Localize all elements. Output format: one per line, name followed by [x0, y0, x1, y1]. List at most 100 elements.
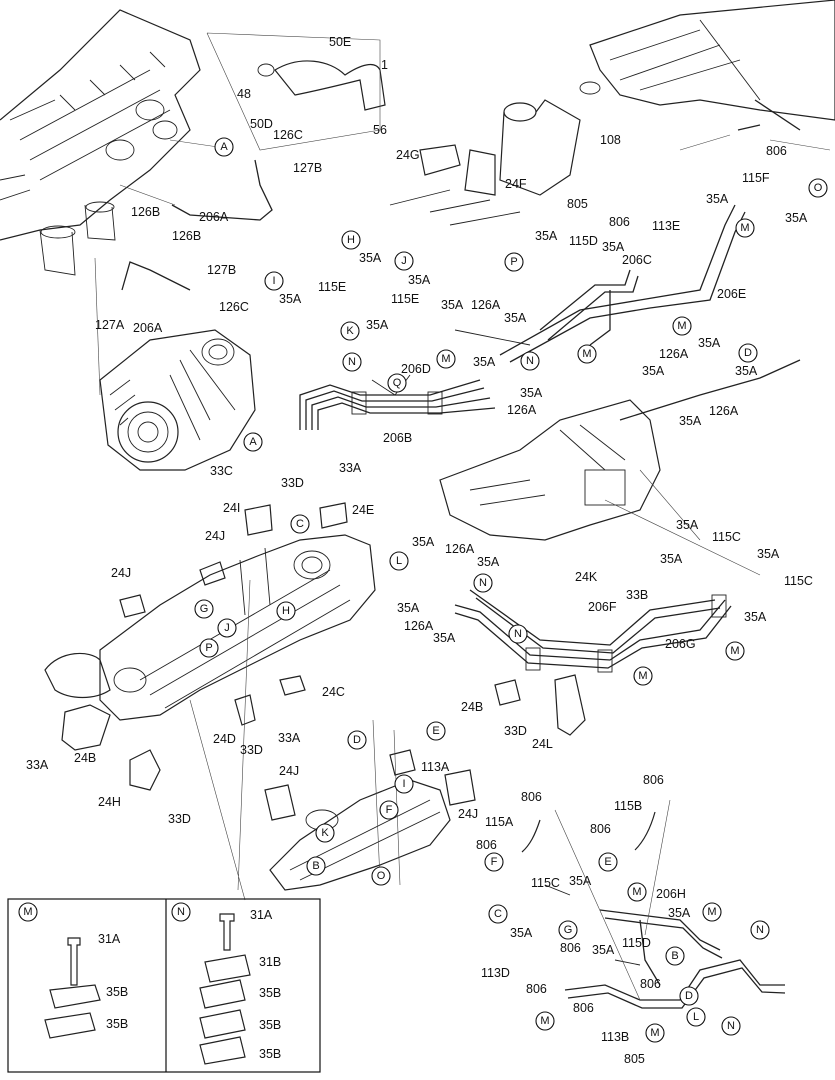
part-label-126b: 126C	[219, 300, 249, 314]
callout-f-label: F	[386, 804, 393, 816]
inset-m-tag-label: M	[23, 906, 32, 918]
callout-n-label: N	[727, 1020, 735, 1032]
part-label-127b: 206A	[199, 210, 229, 224]
part-label-31b: 31B	[259, 955, 281, 969]
callout-n-label: N	[348, 356, 356, 368]
part-label-24g: 24G	[396, 148, 420, 162]
callout-i: I	[264, 271, 284, 291]
part-label-24b: 24B	[74, 751, 96, 765]
callout-k-label: K	[321, 827, 329, 839]
callout-m-label: M	[740, 222, 749, 234]
part-label-206c: 206D	[401, 362, 431, 376]
part-label-806: 806	[560, 941, 581, 955]
part-label-206b: 206C	[622, 253, 652, 267]
part-label-35a: 35A	[706, 192, 729, 206]
callout-b: B	[665, 946, 685, 966]
part-labels: 50E 1 48 50D 56 126C 127B 24G 108 24F 80…	[26, 35, 813, 1066]
callout-m: M	[577, 344, 597, 364]
callout-n-label: N	[479, 577, 487, 589]
part-label-35a: 35A	[520, 386, 543, 400]
callout-b-label: B	[312, 860, 319, 872]
callout-d: D	[347, 730, 367, 750]
callout-m-label: M	[632, 886, 641, 898]
callout-f: F	[379, 800, 399, 820]
part-label-206d: 206E	[717, 287, 746, 301]
part-label-126c: 127A	[95, 318, 125, 332]
callout-f: F	[484, 852, 504, 872]
part-label-115e: 126A	[404, 619, 434, 633]
part-label-24i: 24I	[223, 501, 240, 515]
part-label-806: 806	[521, 790, 542, 804]
part-label-24j: 24J	[279, 764, 299, 778]
turbocharger-drawing	[94, 257, 256, 471]
part-label-115a: 115C	[712, 530, 741, 544]
callout-q: Q	[387, 373, 407, 393]
part-label-113e: 115B	[614, 799, 642, 813]
part-label-115a: 115C	[784, 574, 813, 588]
callout-n: N	[721, 1016, 741, 1036]
part-label-35a: 35A	[735, 364, 758, 378]
callout-m: M	[633, 666, 653, 686]
part-label-126b: 126C	[273, 128, 303, 142]
part-label-35a: 35A	[412, 535, 435, 549]
callout-c-label: C	[296, 518, 304, 530]
part-label-1: 1	[381, 58, 388, 72]
callout-k-label: K	[346, 325, 354, 337]
part-label-806: 806	[476, 838, 497, 852]
callout-p-label: P	[205, 642, 212, 654]
callout-m: M	[627, 882, 647, 902]
callout-l: L	[389, 551, 409, 571]
part-label-127b: 206A	[133, 321, 163, 335]
part-label-35b: 35B	[259, 1047, 281, 1061]
callout-o: O	[371, 866, 391, 886]
part-label-806: 806	[643, 773, 664, 787]
callout-a-turbo: A	[243, 432, 263, 452]
part-label-33d: 33D	[240, 743, 263, 757]
coolant-pipe-group-left	[299, 374, 496, 430]
callout-n: N	[750, 920, 770, 940]
part-label-35b: 35B	[106, 1017, 128, 1031]
callout-m-label: M	[730, 645, 739, 657]
callout-h: H	[341, 230, 361, 250]
callout-n: N	[520, 351, 540, 371]
callout-m: M	[645, 1023, 665, 1043]
part-label-127a: 127B	[293, 161, 322, 175]
part-label-206g: 805	[624, 1052, 645, 1066]
inset-m-drawing	[44, 937, 101, 1039]
callout-j: J	[217, 618, 237, 638]
callout-l: L	[686, 1007, 706, 1027]
part-label-206f: 206G	[665, 637, 696, 651]
part-label-35a: 35A	[535, 229, 558, 243]
callout-a-label: A	[249, 436, 257, 448]
part-label-24d: 24D	[213, 732, 236, 746]
part-label-24a: 24B	[461, 700, 483, 714]
inset-n-tag: N	[171, 902, 191, 922]
part-label-33a: 33A	[278, 731, 301, 745]
part-label-33a: 33A	[26, 758, 49, 772]
part-label-806: 806	[590, 822, 611, 836]
part-label-33a: 33A	[339, 461, 362, 475]
callout-c: C	[488, 904, 508, 924]
part-label-35a: 35A	[359, 251, 382, 265]
callout-n-label: N	[756, 924, 764, 936]
part-label-35a: 35A	[441, 298, 464, 312]
callout-d-label: D	[685, 990, 693, 1002]
callout-m-label: M	[707, 906, 716, 918]
callout-q-label: Q	[393, 377, 402, 389]
part-label-35b: 35B	[106, 985, 128, 999]
part-label-35a: 35A	[660, 552, 683, 566]
callout-d: D	[738, 343, 758, 363]
callout-e: E	[598, 852, 618, 872]
callout-n: N	[473, 573, 493, 593]
callout-l-label: L	[396, 555, 402, 567]
part-label-35a: 35A	[744, 610, 767, 624]
part-label-115e: 126A	[709, 404, 739, 418]
part-label-24l: 24L	[532, 737, 553, 751]
callout-m-label: M	[650, 1027, 659, 1039]
callout-k: K	[315, 823, 335, 843]
callout-j-label: J	[224, 622, 230, 634]
engine-block-centre	[439, 359, 801, 576]
part-label-33b: 33B	[626, 588, 648, 602]
callout-m-label: M	[540, 1015, 549, 1027]
part-label-35a: 35A	[477, 555, 500, 569]
